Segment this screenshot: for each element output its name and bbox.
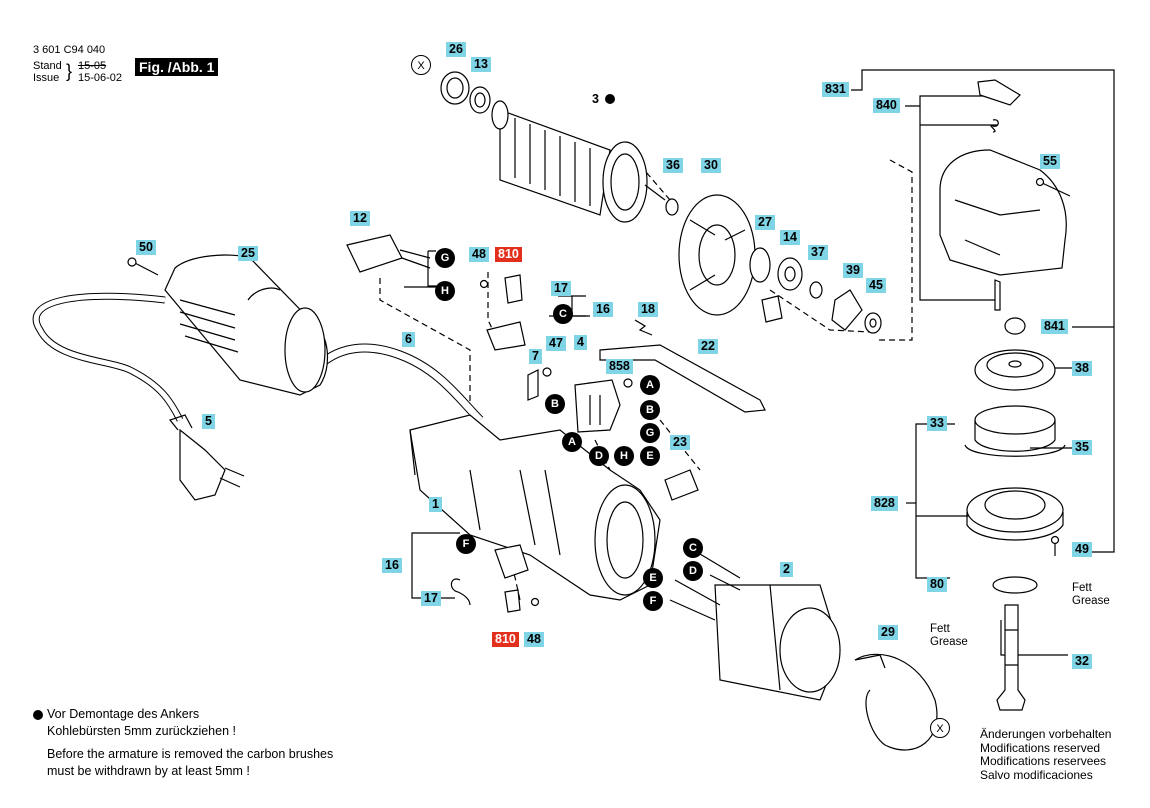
label-part-810-lower: 810 — [492, 632, 519, 647]
connector-b: B — [640, 400, 660, 420]
connector-c: C — [683, 538, 703, 558]
label-part-2: 2 — [780, 562, 793, 577]
label-part-13: 13 — [471, 57, 491, 72]
doc-number: 3 601 C94 040 — [33, 44, 106, 56]
connector-f: F — [643, 591, 663, 611]
label-part-48-lower: 48 — [524, 632, 544, 647]
label-part-14: 14 — [780, 230, 800, 245]
connector-d: D — [683, 561, 703, 581]
note-de-line2: Kohlebürsten 5mm zurückziehen ! — [47, 724, 236, 738]
label-part-18: 18 — [638, 302, 658, 317]
label-part-4: 4 — [574, 335, 587, 350]
label-part-12: 12 — [350, 211, 370, 226]
label-part-25: 25 — [238, 246, 258, 261]
label-part-36: 36 — [663, 158, 683, 173]
label-part-29: 29 — [878, 625, 898, 640]
label-part-49: 49 — [1072, 542, 1092, 557]
label-part-828: 828 — [871, 496, 898, 511]
label-part-33: 33 — [927, 416, 947, 431]
connector-e: E — [643, 568, 663, 588]
stand-label: Stand — [33, 60, 62, 72]
label-part-39: 39 — [843, 263, 863, 278]
note-en-line1: Before the armature is removed the carbo… — [47, 747, 334, 761]
label-part-22: 22 — [698, 339, 718, 354]
issue-label: Issue — [33, 72, 60, 84]
label-part-37: 37 — [808, 245, 828, 260]
connector-x: X — [930, 718, 950, 738]
connector-b: B — [545, 394, 565, 414]
connector-g: G — [640, 423, 660, 443]
label-part-16-upper: 16 — [593, 302, 613, 317]
label-part-27: 27 — [755, 215, 775, 230]
label-part-45: 45 — [866, 278, 886, 293]
note-de-line1: Vor Demontage des Ankers — [47, 707, 200, 721]
note-bullet — [33, 710, 43, 720]
connector-d: D — [589, 446, 609, 466]
label-part-7: 7 — [529, 349, 542, 364]
armature-note-dot — [605, 94, 615, 104]
note-en-line2: must be withdrawn by at least 5mm ! — [47, 764, 250, 778]
label-part-50: 50 — [136, 240, 156, 255]
label-part-32: 32 — [1072, 654, 1092, 669]
label-part-6: 6 — [402, 332, 415, 347]
connector-f: F — [456, 534, 476, 554]
label-part-16-lower: 16 — [382, 558, 402, 573]
label-part-831: 831 — [822, 82, 849, 97]
brace: } — [66, 61, 73, 81]
connector-a: A — [640, 375, 660, 395]
grease-label-top: Fett Grease — [1072, 582, 1110, 607]
label-part-35: 35 — [1072, 440, 1092, 455]
connector-e: E — [640, 446, 660, 466]
label-part-840: 840 — [873, 98, 900, 113]
stand-old: 15-05 — [78, 60, 107, 72]
label-part-23: 23 — [670, 435, 690, 450]
connector-c: C — [553, 304, 573, 324]
issue-date: 15-06-02 — [78, 72, 123, 84]
label-part-1: 1 — [429, 497, 442, 512]
label-part-841: 841 — [1041, 319, 1068, 334]
label-part-810-upper: 810 — [495, 247, 522, 262]
label-part-48-upper: 48 — [469, 247, 489, 262]
figure-label: Fig. /Abb. 1 — [135, 58, 219, 76]
connector-x: X — [411, 55, 431, 75]
label-part-47: 47 — [546, 336, 566, 351]
modifications-notice: Änderungen vorbehalten Modifications res… — [980, 727, 1112, 782]
label-part-38: 38 — [1072, 361, 1092, 376]
label-part-17-upper: 17 — [551, 281, 571, 296]
label-part-55: 55 — [1040, 154, 1060, 169]
label-part-858: 858 — [606, 359, 633, 374]
grease-label-bottom: Fett Grease — [930, 623, 968, 648]
connector-a: A — [562, 432, 582, 452]
label-part-30: 30 — [701, 158, 721, 173]
connector-h: H — [435, 281, 455, 301]
label-part-17-lower: 17 — [421, 591, 441, 606]
label-part-80: 80 — [927, 577, 947, 592]
label-part-3: 3 — [592, 92, 599, 106]
connector-g: G — [435, 248, 455, 268]
label-part-5: 5 — [202, 414, 215, 429]
connector-h: H — [614, 446, 634, 466]
label-part-26: 26 — [446, 42, 466, 57]
